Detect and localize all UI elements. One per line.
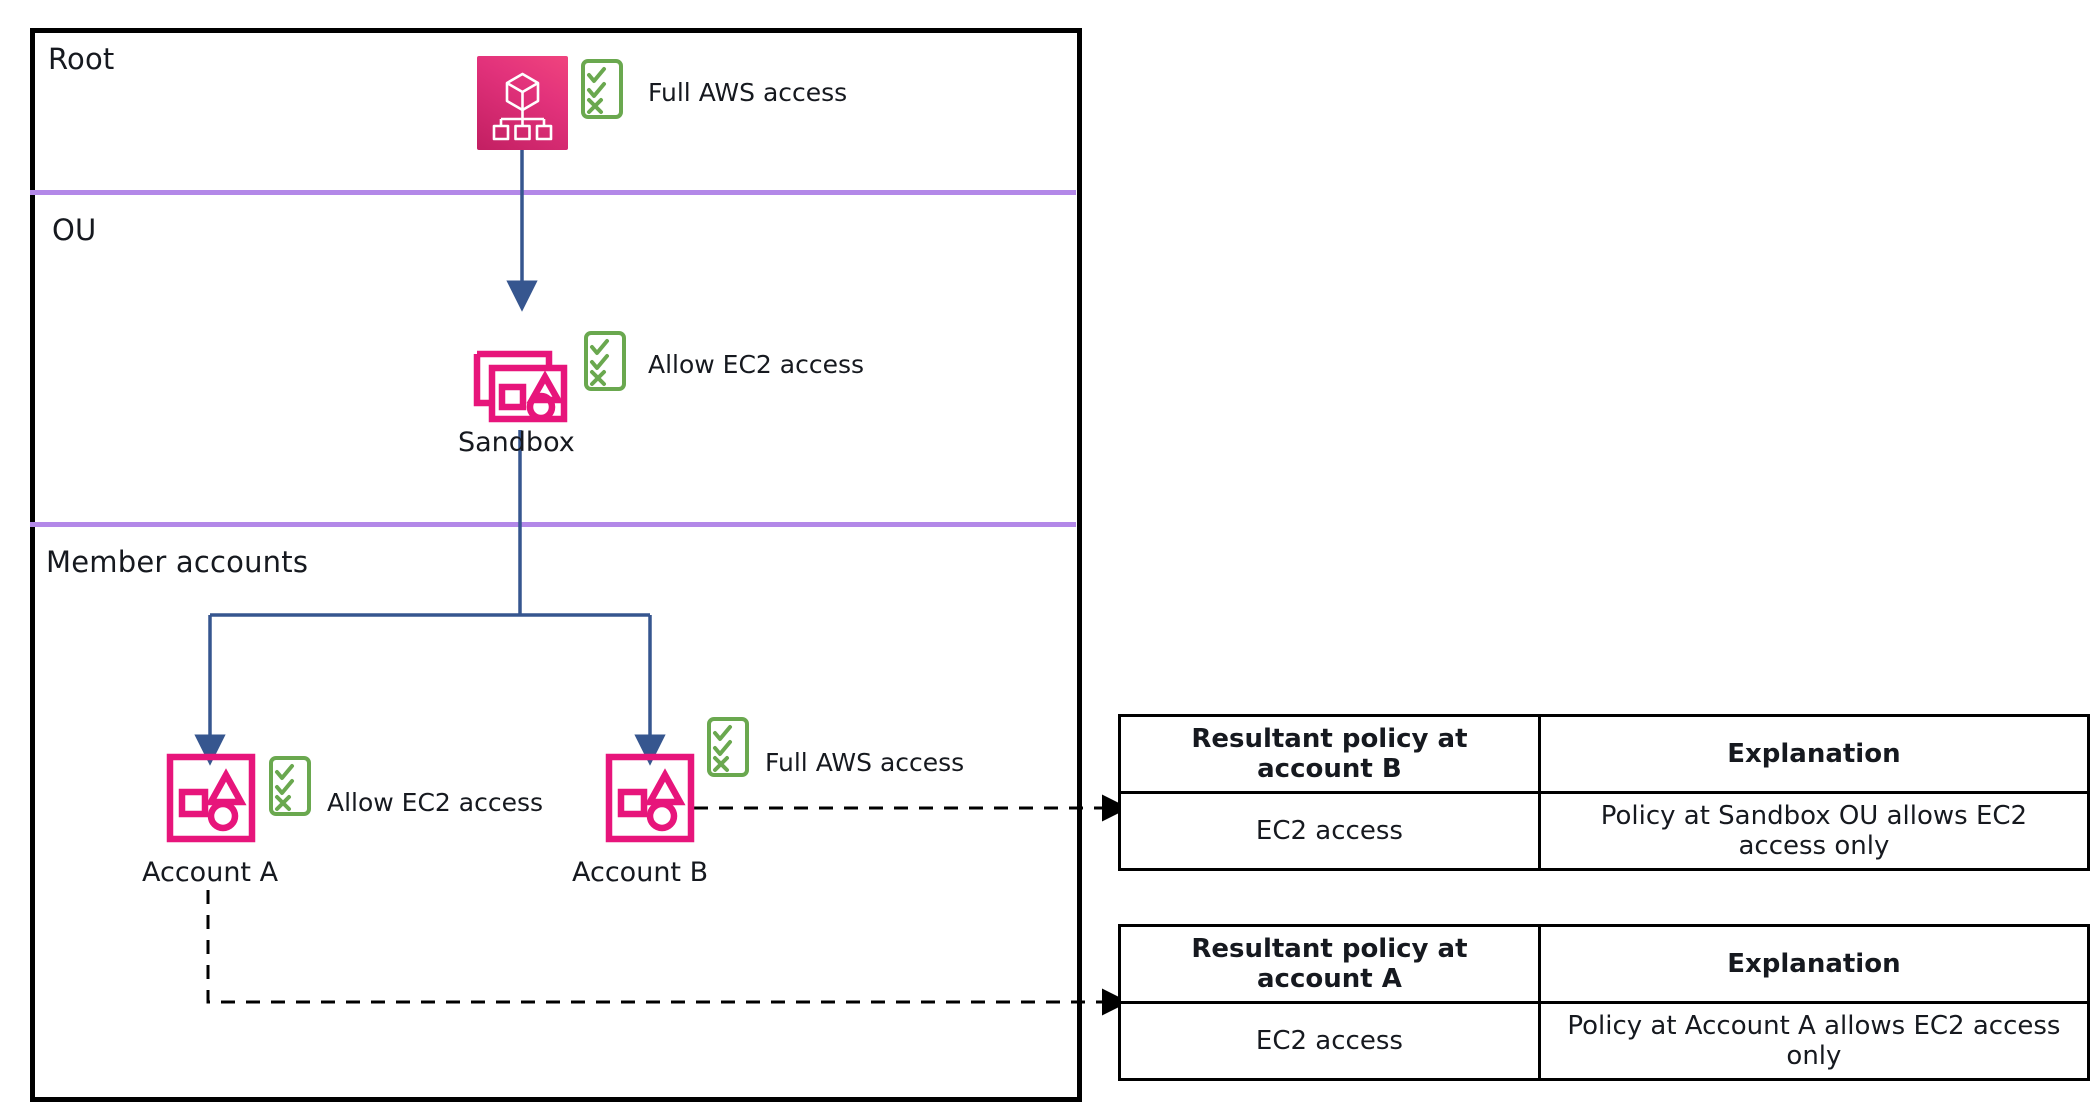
account-a-caption: Account A <box>142 857 279 888</box>
table-header-row: Resultant policy at account A Explanatio… <box>1118 924 2090 1004</box>
sandbox-caption: Sandbox <box>458 427 575 458</box>
table-a-cell-policy: EC2 access <box>1118 1001 1541 1081</box>
table-a-header-explanation: Explanation <box>1537 924 2090 1004</box>
policy-checklist-icon <box>584 331 626 391</box>
table-header-row: Resultant policy at account B Explanatio… <box>1118 714 2090 794</box>
policy-checklist-icon <box>581 59 623 119</box>
policy-checklist-icon <box>269 756 311 816</box>
zone-label-root: Root <box>48 42 115 76</box>
account-b-caption: Account B <box>572 857 709 888</box>
resultant-policy-table-account-b: Resultant policy at account B Explanatio… <box>1118 714 2090 871</box>
resultant-policy-table-account-a: Resultant policy at account A Explanatio… <box>1118 924 2090 1081</box>
zone-label-ou: OU <box>52 213 97 247</box>
table-a-header-policy: Resultant policy at account A <box>1118 924 1541 1004</box>
table-a-cell-explanation: Policy at Account A allows EC2 access on… <box>1537 1001 2090 1081</box>
divider-ou-member <box>30 522 1076 527</box>
table-row: EC2 access Policy at Account A allows EC… <box>1118 1001 2090 1081</box>
table-b-cell-policy: EC2 access <box>1118 791 1541 871</box>
account-a-policy-label: Allow EC2 access <box>327 788 544 817</box>
organizational-unit-icon <box>473 350 568 423</box>
aws-account-icon <box>166 753 256 843</box>
account-b-policy-label: Full AWS access <box>765 748 965 777</box>
root-policy-label: Full AWS access <box>648 78 848 107</box>
table-row: EC2 access Policy at Sandbox OU allows E… <box>1118 791 2090 871</box>
aws-organizations-icon <box>477 56 568 150</box>
table-b-header-policy: Resultant policy at account B <box>1118 714 1541 794</box>
zone-label-member: Member accounts <box>46 545 309 579</box>
sandbox-policy-label: Allow EC2 access <box>648 350 865 379</box>
table-b-header-explanation: Explanation <box>1537 714 2090 794</box>
divider-root-ou <box>30 190 1076 195</box>
table-b-cell-explanation: Policy at Sandbox OU allows EC2 access o… <box>1537 791 2090 871</box>
aws-account-icon <box>605 753 695 843</box>
policy-checklist-icon <box>707 717 749 777</box>
